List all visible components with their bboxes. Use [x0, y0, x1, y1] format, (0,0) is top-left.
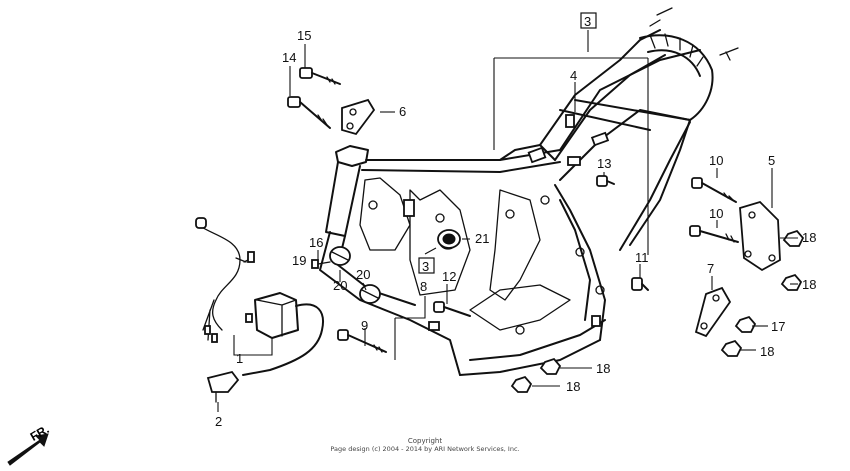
screw-16-19 [311, 259, 331, 269]
grommet-21 [437, 229, 461, 249]
grommet-20-lower [359, 284, 381, 304]
callout-3-top: 3 [584, 14, 591, 29]
callout-1: 1 [236, 351, 243, 366]
callout-7: 7 [707, 261, 714, 276]
callout-10-lower: 10 [709, 206, 723, 221]
bolt-12 [433, 301, 471, 317]
callout-16: 16 [309, 235, 323, 250]
leader-lines [217, 30, 798, 412]
long-bolt-15 [299, 67, 341, 85]
callout-9: 9 [361, 318, 368, 333]
callout-20-upper: 20 [333, 278, 347, 293]
callout-3-mid: 3 [422, 259, 429, 274]
callout-4: 4 [570, 68, 577, 83]
callout-5: 5 [768, 153, 775, 168]
bolt-13 [596, 175, 615, 187]
callout-20-lower: 20 [356, 267, 370, 282]
callout-17: 17 [771, 319, 785, 334]
callout-18-d: 18 [596, 361, 610, 376]
engine-hanger-bracket-6 [341, 98, 376, 136]
bolt-10-lower [689, 225, 739, 243]
callout-2: 2 [215, 414, 222, 429]
callout-15: 15 [297, 28, 311, 43]
bolt-9 [337, 329, 387, 353]
ignition-coil [195, 217, 324, 376]
copyright-title: Copyright [407, 437, 443, 445]
callout-19: 19 [292, 253, 306, 268]
callout-13: 13 [597, 156, 611, 171]
callout-10-upper: 10 [709, 153, 723, 168]
grommet-20-upper [329, 246, 351, 266]
callout-18-b: 18 [802, 277, 816, 292]
engine-hanger-plate-5 [739, 200, 781, 272]
spark-plug-cap [206, 370, 240, 403]
callout-18-c: 18 [760, 344, 774, 359]
callout-21: 21 [475, 231, 489, 246]
callout-14: 14 [282, 50, 296, 65]
callout-12: 12 [442, 269, 456, 284]
frame-body [319, 7, 739, 392]
front-direction-arrow [7, 433, 49, 466]
long-bolt-14 [287, 96, 331, 129]
callout-18-a: 18 [802, 230, 816, 245]
copyright-notice: Page design (c) 2004 - 2014 by ARI Netwo… [330, 445, 520, 453]
callout-labels: 3 3 4 15 14 6 13 10 5 10 18 21 16 19 20 … [215, 12, 816, 429]
callout-8: 8 [420, 279, 427, 294]
bolt-10-upper [691, 177, 737, 203]
callout-18-e: 18 [566, 379, 580, 394]
callout-6: 6 [399, 104, 406, 119]
bolt-11 [631, 277, 649, 291]
callout-11: 11 [635, 250, 649, 265]
engine-hanger-bracket-7 [694, 286, 732, 338]
